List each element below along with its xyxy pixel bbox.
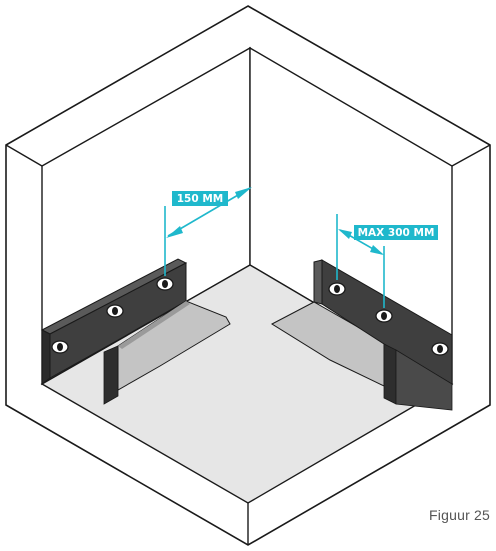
screw-icon: [328, 282, 346, 296]
wall-thickness-lines: [5, 144, 491, 545]
arrowhead-icon: [235, 187, 252, 199]
screw-icon: [106, 304, 124, 318]
arrowhead-icon: [166, 226, 183, 238]
screw-icon: [156, 277, 174, 291]
right-bracket: [270, 259, 453, 411]
screw-icon: [431, 342, 449, 356]
dimension-label-max300: MAX 300 MM: [358, 227, 435, 239]
figure-caption: Figuur 25: [429, 507, 490, 523]
dimension-max-300mm: MAX 300 MM: [336, 214, 438, 308]
arrowhead-icon: [338, 229, 352, 239]
dimension-label-150: 150 MM: [177, 193, 223, 205]
dimension-label-box: [354, 225, 438, 240]
left-bracket: [40, 258, 231, 405]
screw-icon: [375, 309, 393, 323]
dimension-label-box: [172, 191, 228, 206]
dimension-150mm: 150 MM: [164, 187, 252, 276]
screw-icon: [51, 340, 69, 354]
arrowhead-icon: [370, 245, 384, 255]
